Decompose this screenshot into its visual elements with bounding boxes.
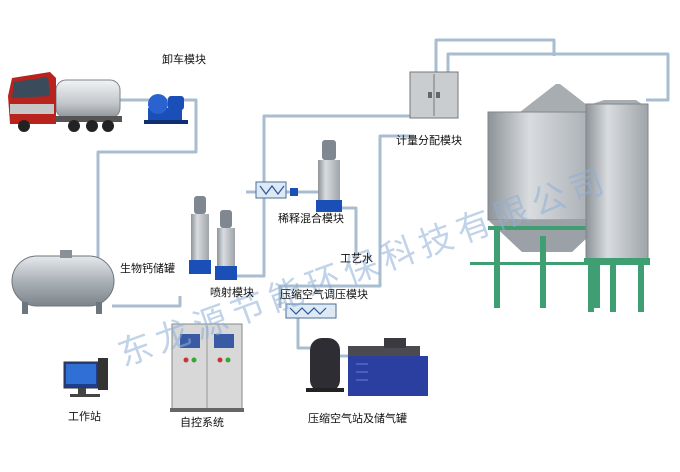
- unloading-pump: [144, 94, 188, 124]
- label-biocalcium-tank: 生物钙储罐: [120, 262, 175, 275]
- air-regulator-module: [285, 303, 337, 319]
- workstation-computer: [63, 358, 108, 397]
- pipe-air-up: [278, 134, 414, 308]
- label-workstation: 工作站: [68, 410, 101, 423]
- label-auto-control: 自控系统: [180, 416, 224, 429]
- spray-pump-2: [215, 210, 237, 280]
- label-air-regulator-module: 压缩空气调压模块: [280, 288, 368, 301]
- pipe-tank-out: [112, 296, 182, 308]
- label-spray-module: 喷射模块: [210, 286, 254, 299]
- pipe-process-water: [340, 206, 358, 256]
- control-cabinet: [170, 323, 244, 412]
- pipe-top-right: [446, 52, 670, 102]
- dilution-module: [255, 181, 298, 199]
- label-air-station: 压缩空气站及储气罐: [308, 412, 407, 425]
- silo-right: [470, 100, 650, 312]
- air-receiver-tank: [306, 338, 344, 392]
- biocalcium-tank: [11, 250, 115, 314]
- spray-pump-1: [189, 196, 211, 274]
- label-process-water: 工艺水: [340, 252, 373, 265]
- dilution-pump: [316, 140, 342, 212]
- pipe-network: [96, 38, 670, 358]
- label-unloading-module: 卸车模块: [162, 53, 206, 66]
- label-dilution-module: 稀释混合模块: [278, 212, 344, 225]
- air-compressor-unit: [348, 338, 428, 396]
- spray-pumps: [189, 196, 237, 280]
- label-metering-module: 计量分配模块: [396, 134, 462, 147]
- pipe-top-left: [434, 38, 556, 72]
- tanker-truck: [8, 72, 122, 132]
- metering-cabinet: [409, 71, 459, 119]
- pipe-air-down: [296, 316, 310, 350]
